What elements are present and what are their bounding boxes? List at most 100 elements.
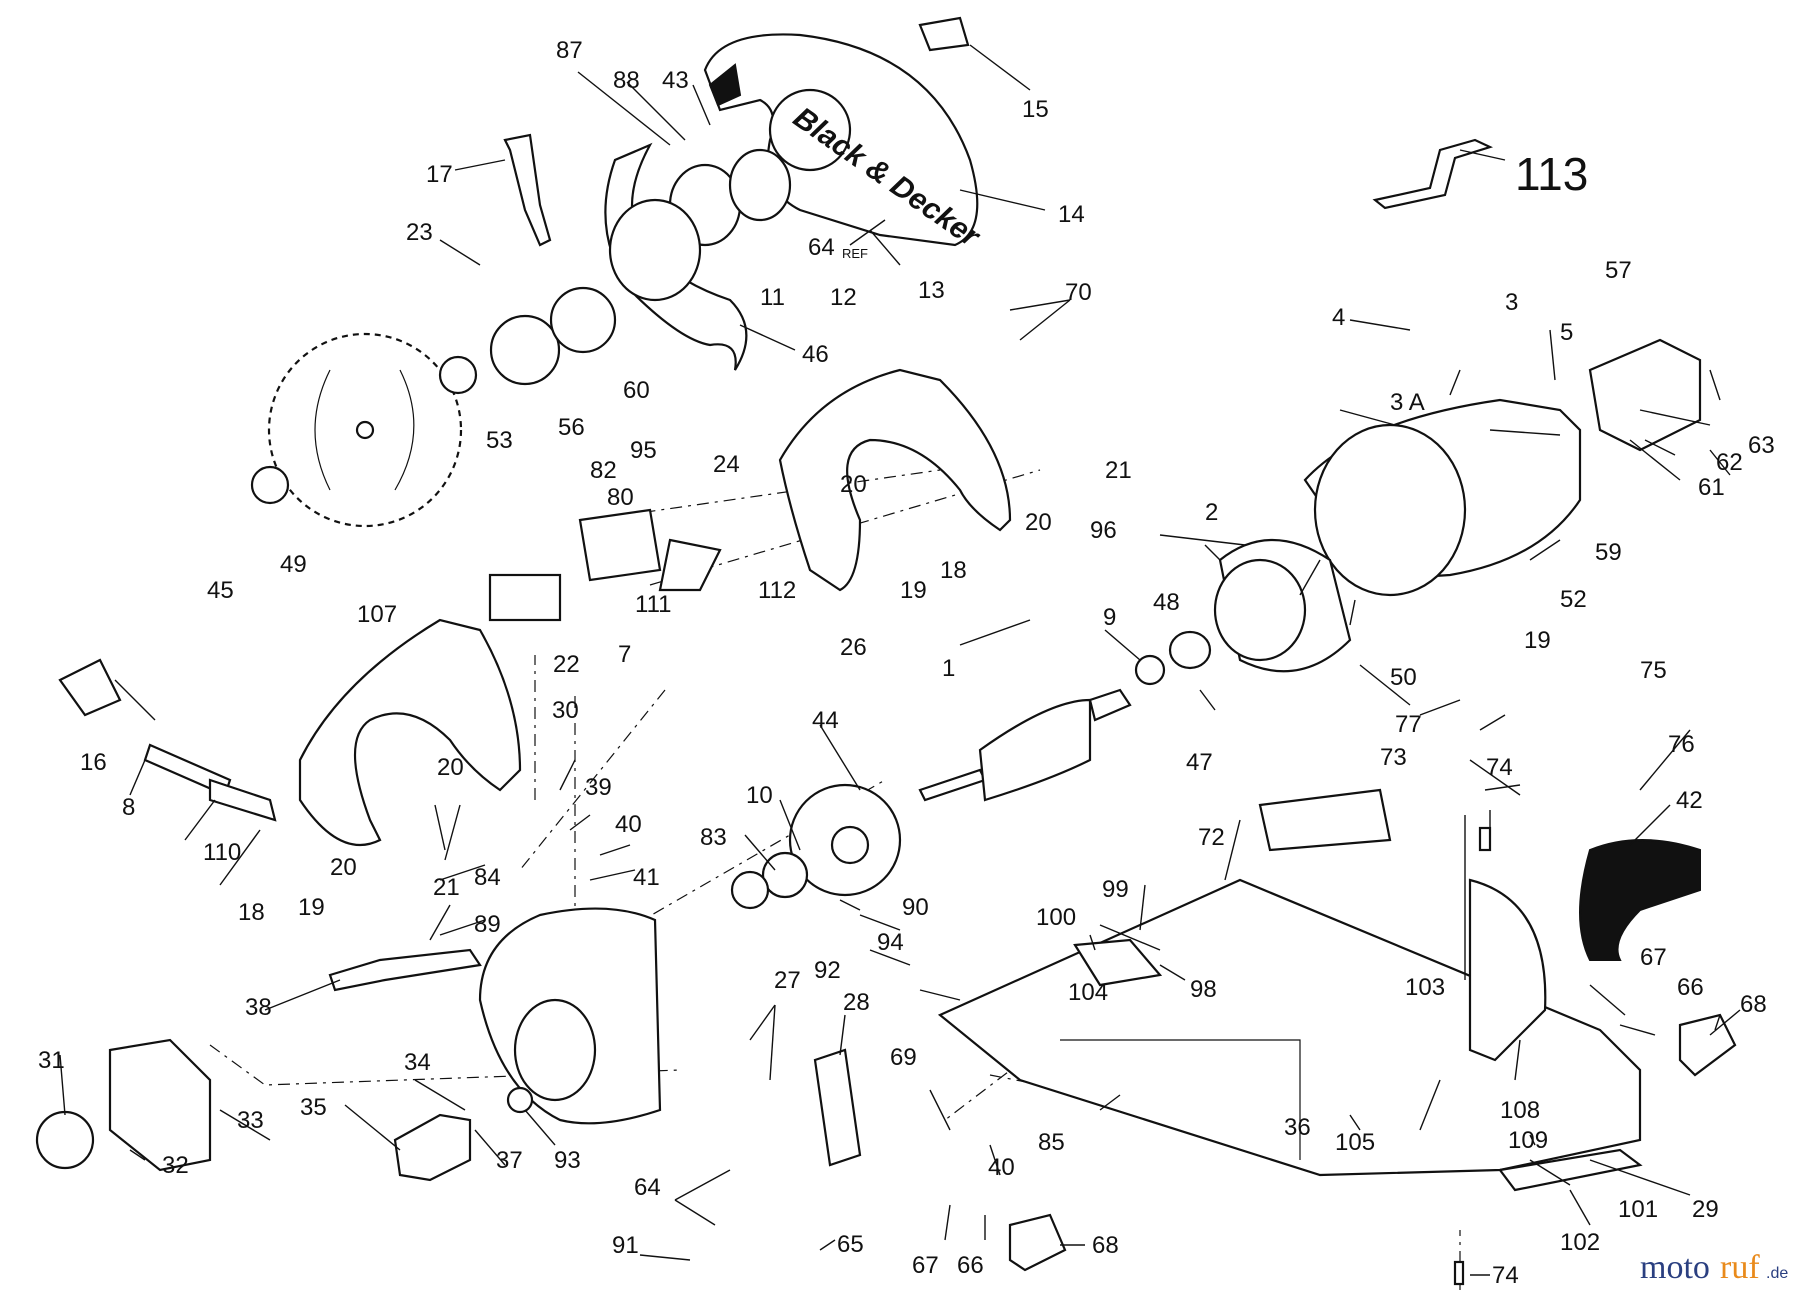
bearing-31 (35, 1110, 95, 1170)
callout-67b: 67 (912, 1252, 939, 1279)
knob-68a (1678, 1013, 1737, 1077)
callout-50: 50 (1390, 664, 1417, 691)
lever-17 (503, 133, 552, 247)
callout-31: 31 (38, 1047, 65, 1074)
callout-56: 56 (558, 414, 585, 441)
callout-26: 26 (840, 634, 867, 661)
callout-62: 62 (1716, 449, 1743, 476)
bracket-98 (1073, 938, 1163, 987)
callout-8: 8 (122, 794, 135, 821)
callout-20b: 20 (1025, 509, 1052, 536)
callout-65: 65 (837, 1231, 864, 1258)
spacer-48 (1168, 630, 1212, 670)
callout-84: 84 (474, 864, 501, 891)
callout-88: 88 (613, 67, 640, 94)
field-assembly-2 (1213, 538, 1352, 673)
callout-38: 38 (245, 994, 272, 1021)
upper-blade-guard: Black & Decker (703, 33, 987, 255)
brush-holder-57 (1588, 338, 1702, 452)
callout-69: 69 (890, 1044, 917, 1071)
callout-66a: 66 (1677, 974, 1704, 1001)
callout-105: 105 (1335, 1129, 1375, 1156)
knob-68b (1008, 1213, 1067, 1272)
depth-lever-38 (328, 948, 482, 992)
callout-43: 43 (662, 67, 689, 94)
clamp-washer-49 (250, 465, 290, 505)
watermark: moto ruf .de (1640, 1249, 1788, 1286)
svg-text:.de: .de (1766, 1265, 1788, 1282)
callout-74a: 74 (1486, 754, 1513, 781)
callout-68a: 68 (1740, 991, 1767, 1018)
callout-113: 113 (1515, 148, 1588, 200)
callout-32: 32 (162, 1152, 189, 1179)
callout-83: 83 (700, 824, 727, 851)
callout-27: 27 (774, 967, 801, 994)
callout-82: 82 (590, 457, 617, 484)
power-plug-16 (58, 658, 122, 717)
armature-1 (918, 688, 1132, 802)
ring-12 (728, 148, 792, 222)
callout-18a: 18 (940, 557, 967, 584)
switch-7 (578, 508, 662, 582)
callout-89: 89 (474, 911, 501, 938)
ring-93 (506, 1086, 534, 1114)
callout-64: 64 (634, 1174, 661, 1201)
callout-100: 100 (1036, 904, 1076, 931)
callout-41: 41 (633, 864, 660, 891)
depth-bracket-28 (813, 1048, 862, 1167)
handle-half-107 (298, 618, 522, 847)
callout-57: 57 (1605, 257, 1632, 284)
callout-19c: 19 (298, 894, 325, 921)
callout-101: 101 (1618, 1196, 1658, 1223)
callout-16: 16 (80, 749, 107, 776)
callout-10: 10 (746, 782, 773, 809)
callout-20d: 20 (330, 854, 357, 881)
washer-53 (438, 355, 478, 395)
callout-64-ref: 64 (808, 234, 835, 261)
callout-36: 36 (1284, 1114, 1311, 1141)
callout-4: 4 (1332, 304, 1345, 331)
callout-30: 30 (552, 697, 579, 724)
label-plate-15 (918, 16, 970, 52)
callout-109: 109 (1508, 1127, 1548, 1154)
callouts: 87 88 43 15 113 17 14 23 64 REF 13 11 12… (38, 37, 1775, 1289)
callout-64-ref-sub: REF (842, 246, 868, 261)
callout-22: 22 (553, 651, 580, 678)
callout-76: 76 (1668, 731, 1695, 758)
callout-15: 15 (1022, 96, 1049, 123)
callout-75: 75 (1640, 657, 1667, 684)
ring-bearing (608, 198, 702, 302)
callout-66b: 66 (957, 1252, 984, 1279)
callout-17: 17 (426, 161, 453, 188)
svg-text:ruf: ruf (1720, 1249, 1760, 1286)
handle-half-26 (778, 368, 1012, 592)
callout-72: 72 (1198, 824, 1225, 851)
callout-53: 53 (486, 427, 513, 454)
washer-60 (549, 286, 617, 354)
callout-20c: 20 (437, 754, 464, 781)
callout-9: 9 (1103, 604, 1116, 631)
washer-56 (489, 314, 561, 386)
gear-case (478, 907, 662, 1125)
callout-20a: 20 (840, 471, 867, 498)
callout-2: 2 (1205, 499, 1218, 526)
callout-111: 111 (635, 591, 671, 618)
callout-48: 48 (1153, 589, 1180, 616)
callout-94: 94 (877, 929, 904, 956)
callout-3: 3 (1505, 289, 1518, 316)
callout-49: 49 (280, 551, 307, 578)
ring-83 (730, 870, 770, 910)
callout-112: 112 (758, 577, 796, 604)
callout-98: 98 (1190, 976, 1217, 1003)
callout-70: 70 (1065, 279, 1092, 306)
callout-12: 12 (830, 284, 857, 311)
callout-21a: 21 (1105, 457, 1132, 484)
callout-19a: 19 (900, 577, 927, 604)
callout-61: 61 (1698, 474, 1725, 501)
callout-102: 102 (1560, 1229, 1600, 1256)
callout-46: 46 (802, 341, 829, 368)
callout-40b: 40 (988, 1154, 1015, 1181)
callout-14: 14 (1058, 201, 1085, 228)
